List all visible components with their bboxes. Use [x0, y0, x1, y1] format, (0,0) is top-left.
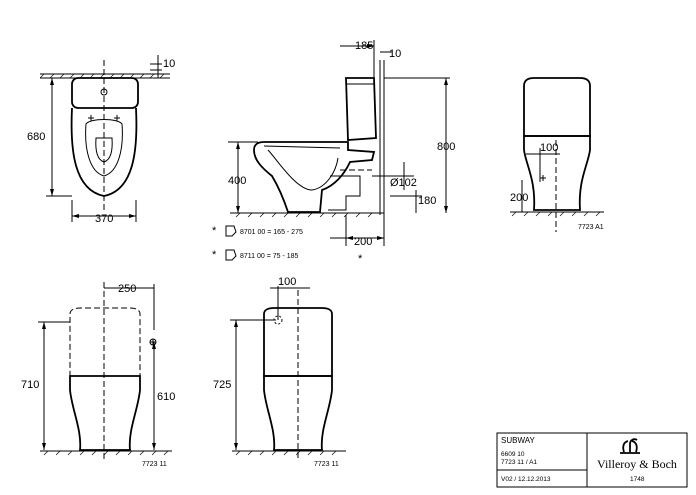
dim-top-680: 680 [27, 131, 45, 143]
dim-top-370: 370 [95, 213, 113, 225]
dim-front-710: 710 [21, 379, 39, 391]
side-star-marker: * [358, 253, 363, 265]
brand-name: Villeroy & Boch [597, 457, 677, 471]
brand-logo-icon [620, 438, 640, 454]
dim-side-180: 180 [418, 195, 436, 207]
back-view: 100 725 7723 11 [213, 276, 346, 468]
title-block: SUBWAY 6609 10 7723 11 / A1 V02 / 12.12.… [496, 432, 688, 488]
side-view: 185 10 800 400 Ø102 180 200 * * [212, 40, 455, 265]
title-code1: 6609 10 [501, 451, 525, 458]
dim-front-250: 250 [118, 283, 136, 295]
title-code2: 7723 11 / A1 [501, 459, 537, 466]
dim-front-610: 610 [157, 391, 175, 403]
offset-pipe-icon [225, 249, 237, 261]
accessory-1-marker: * [212, 225, 217, 237]
rear-view-code: 7723 A1 [578, 224, 604, 231]
dim-side-800: 800 [437, 141, 455, 153]
accessory-2-text: 8711 00 = 75 - 185 [240, 253, 299, 260]
title-version: V02 / 12.12.2013 [501, 476, 551, 483]
dim-side-10: 10 [389, 48, 401, 60]
accessory-legend: * 8701 00 = 165 - 275 * 8711 00 = 75 - 1… [212, 225, 303, 261]
front-view-code: 7723 11 [142, 461, 167, 468]
rear-view: 100 200 7723 A1 [510, 77, 604, 232]
dim-side-pipe: Ø102 [390, 177, 417, 189]
accessory-2-marker: * [212, 249, 217, 261]
dim-back-725: 725 [213, 379, 231, 391]
dim-rear-200: 200 [510, 192, 528, 204]
dim-side-185: 185 [355, 40, 373, 52]
dim-side-400: 400 [228, 175, 246, 187]
top-view: 10 680 370 [27, 55, 175, 225]
dim-side-200: 200 [354, 236, 372, 248]
bend-pipe-icon [225, 225, 237, 237]
back-view-code: 7723 11 [314, 461, 339, 468]
dim-back-100: 100 [278, 276, 296, 288]
front-view: 250 710 610 7723 11 [21, 282, 175, 468]
title-product: SUBWAY [501, 436, 535, 445]
dim-top-10: 10 [163, 58, 175, 70]
dim-rear-100: 100 [540, 142, 558, 154]
accessory-1-text: 8701 00 = 165 - 275 [240, 229, 303, 236]
brand-year: 1748 [630, 476, 645, 483]
